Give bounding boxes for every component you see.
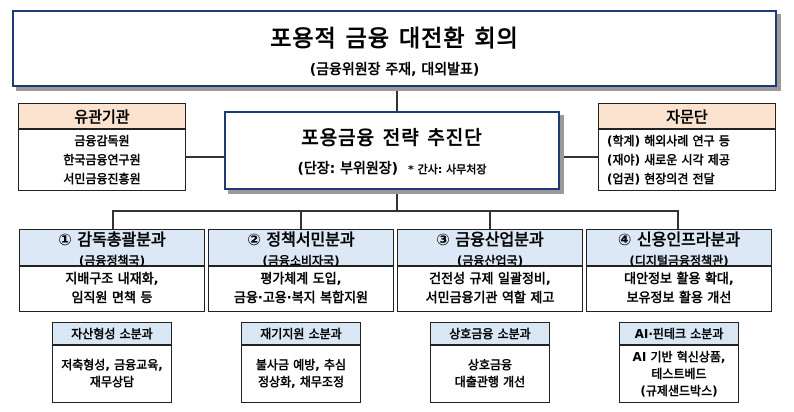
task-line: 대안정보 활용 확대,	[624, 272, 734, 287]
division-3-header: ③ 금융산업분과 (금융산업국)	[397, 229, 583, 268]
connector-left-to-center	[186, 156, 224, 158]
division-3-subgroup-name: 상호금융 소분과	[449, 327, 531, 341]
task-line: 평가체계 도입,	[260, 272, 342, 287]
division-2-subgroup-body: 불사금 예방, 추심 정상화, 채무조정	[241, 345, 361, 403]
task-line: 건전성 규제 일괄정비,	[429, 272, 551, 287]
connector-center-to-right	[560, 156, 598, 158]
subgroup-task-line: 재무상담	[89, 375, 135, 389]
related-institutions-header: 유관기관	[18, 103, 186, 129]
connector-drop-3	[489, 210, 491, 229]
task-line: 금융·고용·복지 복합지원	[233, 291, 368, 306]
list-item: (재야) 새로운 시각 제공	[607, 152, 730, 167]
list-item: 한국금융연구원	[63, 152, 141, 167]
list-item: 금융감독원	[74, 133, 130, 148]
division-2-name: ② 정책서민분과	[247, 230, 355, 249]
division-4-subgroup-header: AI·핀테크 소분과	[619, 322, 739, 345]
task-line: 지배구조 내재화,	[65, 272, 159, 287]
division-2-subgroup-name: 재기지원 소분과	[260, 327, 342, 341]
advisory-group-title: 자문단	[666, 107, 708, 126]
meeting-subtitle: (금융위원장 주재, 대외발표)	[309, 61, 480, 78]
connector-top-to-center	[396, 87, 398, 111]
subgroup-task-line: AI 기반 혁신상품,	[632, 349, 726, 364]
connector-drop-4	[677, 210, 679, 229]
division-4-subgroup-name: AI·핀테크 소분과	[634, 327, 724, 341]
task-force-title: 포용금융 전략 추진단	[301, 127, 483, 149]
connector-drop-2	[300, 210, 302, 229]
meeting-title: 포용적 금융 대전환 회의	[270, 25, 519, 52]
subgroup-task-line: 상호금융	[467, 358, 513, 372]
division-4-name: ④ 신용인프라분과	[617, 230, 741, 249]
division-1-subgroup-body: 저축형성, 금융교육, 재무상담	[52, 345, 172, 403]
connector-drop-1	[112, 210, 114, 229]
task-line: 임직원 면책 등	[71, 291, 153, 306]
strategy-task-force-box: 포용금융 전략 추진단 (단장: 부위원장) * 간사: 사무처장	[224, 111, 560, 190]
division-3-subgroup-body: 상호금융 대출관행 개선	[430, 345, 550, 403]
task-force-leader-row: (단장: 부위원장) * 간사: 사무처장	[297, 158, 486, 178]
task-line: 보유정보 활용 개선	[626, 291, 732, 306]
list-item: (업권) 현장의견 전달	[607, 171, 715, 186]
division-1-tasks: 지배구조 내재화, 임직원 면책 등	[19, 266, 205, 312]
subgroup-task-line: 테스트베드	[651, 366, 707, 381]
meeting-box: 포용적 금융 대전환 회의 (금융위원장 주재, 대외발표)	[12, 10, 777, 87]
division-3-subgroup-header: 상호금융 소분과	[430, 322, 550, 345]
division-4-header: ④ 신용인프라분과 (디지털금융정책관)	[586, 229, 772, 268]
division-3-dept: (금융산업국)	[456, 254, 524, 268]
advisory-group-header: 자문단	[598, 103, 776, 129]
task-line: 서민금융기관 역할 제고	[425, 291, 555, 306]
division-3-tasks: 건전성 규제 일괄정비, 서민금융기관 역할 제고	[397, 266, 583, 312]
subgroup-task-line: 대출관행 개선	[454, 375, 526, 389]
task-force-secretary-note: * 간사: 사무처장	[408, 163, 487, 176]
subgroup-task-line: 저축형성, 금융교육,	[61, 358, 163, 372]
subgroup-task-line: 정상화, 채무조정	[257, 375, 345, 389]
division-2-dept: (금융소비자국)	[262, 254, 340, 268]
task-force-leader: (단장: 부위원장)	[297, 161, 399, 177]
subgroup-task-line: (규제샌드박스)	[640, 383, 718, 398]
division-2-header: ② 정책서민분과 (금융소비자국)	[208, 229, 394, 268]
division-1-name: ① 감독총괄분과	[58, 230, 166, 249]
division-2-tasks: 평가체계 도입, 금융·고용·복지 복합지원	[208, 266, 394, 312]
division-1-subgroup-header: 자산형성 소분과	[52, 322, 172, 345]
related-institutions-title: 유관기관	[74, 107, 130, 126]
division-2-subgroup-header: 재기지원 소분과	[241, 322, 361, 345]
list-item: 서민금융진흥원	[63, 171, 141, 186]
subgroup-task-line: 불사금 예방, 추심	[255, 358, 347, 372]
division-1-subgroup-name: 자산형성 소분과	[71, 327, 153, 341]
list-item: (학계) 해외사례 연구 등	[607, 133, 730, 148]
division-1-header: ① 감독총괄분과 (금융정책국)	[19, 229, 205, 268]
division-4-dept: (디지털금융정책관)	[629, 254, 729, 268]
division-3-name: ③ 금융산업분과	[436, 230, 544, 249]
division-1-dept: (금융정책국)	[78, 254, 146, 268]
related-institutions-list: 금융감독원 한국금융연구원 서민금융진흥원	[18, 129, 186, 191]
connector-center-down	[396, 190, 398, 211]
division-4-tasks: 대안정보 활용 확대, 보유정보 활용 개선	[586, 266, 772, 312]
connector-horizontal-bus	[112, 210, 679, 212]
division-4-subgroup-body: AI 기반 혁신상품, 테스트베드 (규제샌드박스)	[619, 345, 739, 403]
advisory-group-list: (학계) 해외사례 연구 등 (재야) 새로운 시각 제공 (업권) 현장의견 …	[598, 129, 776, 191]
